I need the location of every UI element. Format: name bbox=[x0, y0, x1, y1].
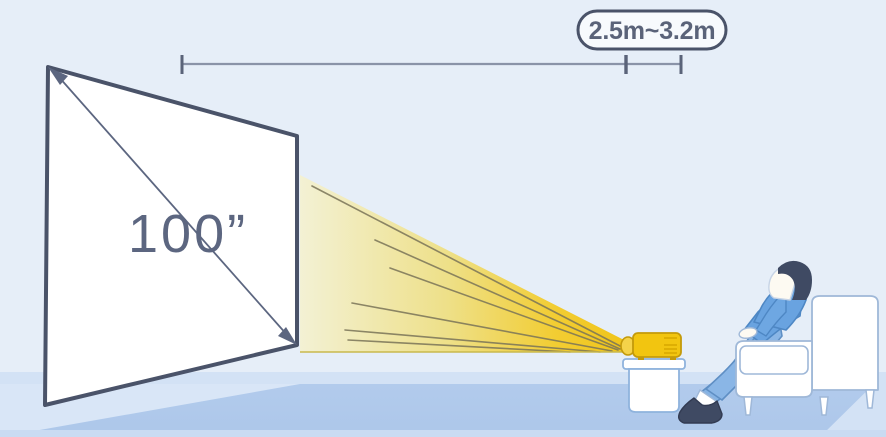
distance-callout-label: 2.5m~3.2m bbox=[589, 17, 716, 45]
projector-stool bbox=[622, 358, 686, 413]
stool-body bbox=[628, 368, 680, 413]
armchair bbox=[735, 295, 879, 416]
distance-measure-line bbox=[180, 55, 683, 74]
distance-callout-pill bbox=[576, 9, 728, 51]
armchair-leg-front bbox=[743, 396, 753, 416]
armchair-leg-back bbox=[819, 396, 829, 416]
armchair-backrest bbox=[811, 295, 879, 391]
person-hair bbox=[778, 260, 812, 300]
beam-ray-3 bbox=[389, 267, 619, 351]
screen-diagonal-arrow bbox=[48, 67, 297, 345]
person-face bbox=[768, 267, 797, 301]
beam-ray-2 bbox=[374, 239, 621, 350]
armchair-armrest bbox=[739, 345, 809, 375]
beam-ray-6 bbox=[347, 339, 571, 353]
person-shoe bbox=[677, 397, 723, 424]
projector-foot-left bbox=[638, 357, 644, 360]
floor-near-strip bbox=[0, 430, 886, 437]
beam-ray-5 bbox=[344, 329, 601, 353]
projector-vents-icon bbox=[664, 337, 677, 354]
projector-body bbox=[632, 332, 682, 358]
projector-foot-right bbox=[670, 357, 676, 360]
projector[interactable] bbox=[620, 332, 682, 360]
beam-ray-group bbox=[311, 185, 623, 353]
beam-ray-4 bbox=[351, 302, 613, 352]
person-hand bbox=[738, 327, 758, 339]
armchair-leg-rear bbox=[865, 389, 875, 409]
beam-ray-1 bbox=[311, 185, 623, 348]
screen-size-label: 100” bbox=[128, 204, 248, 264]
distance-callout[interactable]: 2.5m~3.2m bbox=[576, 9, 728, 51]
stool-top bbox=[622, 358, 686, 370]
